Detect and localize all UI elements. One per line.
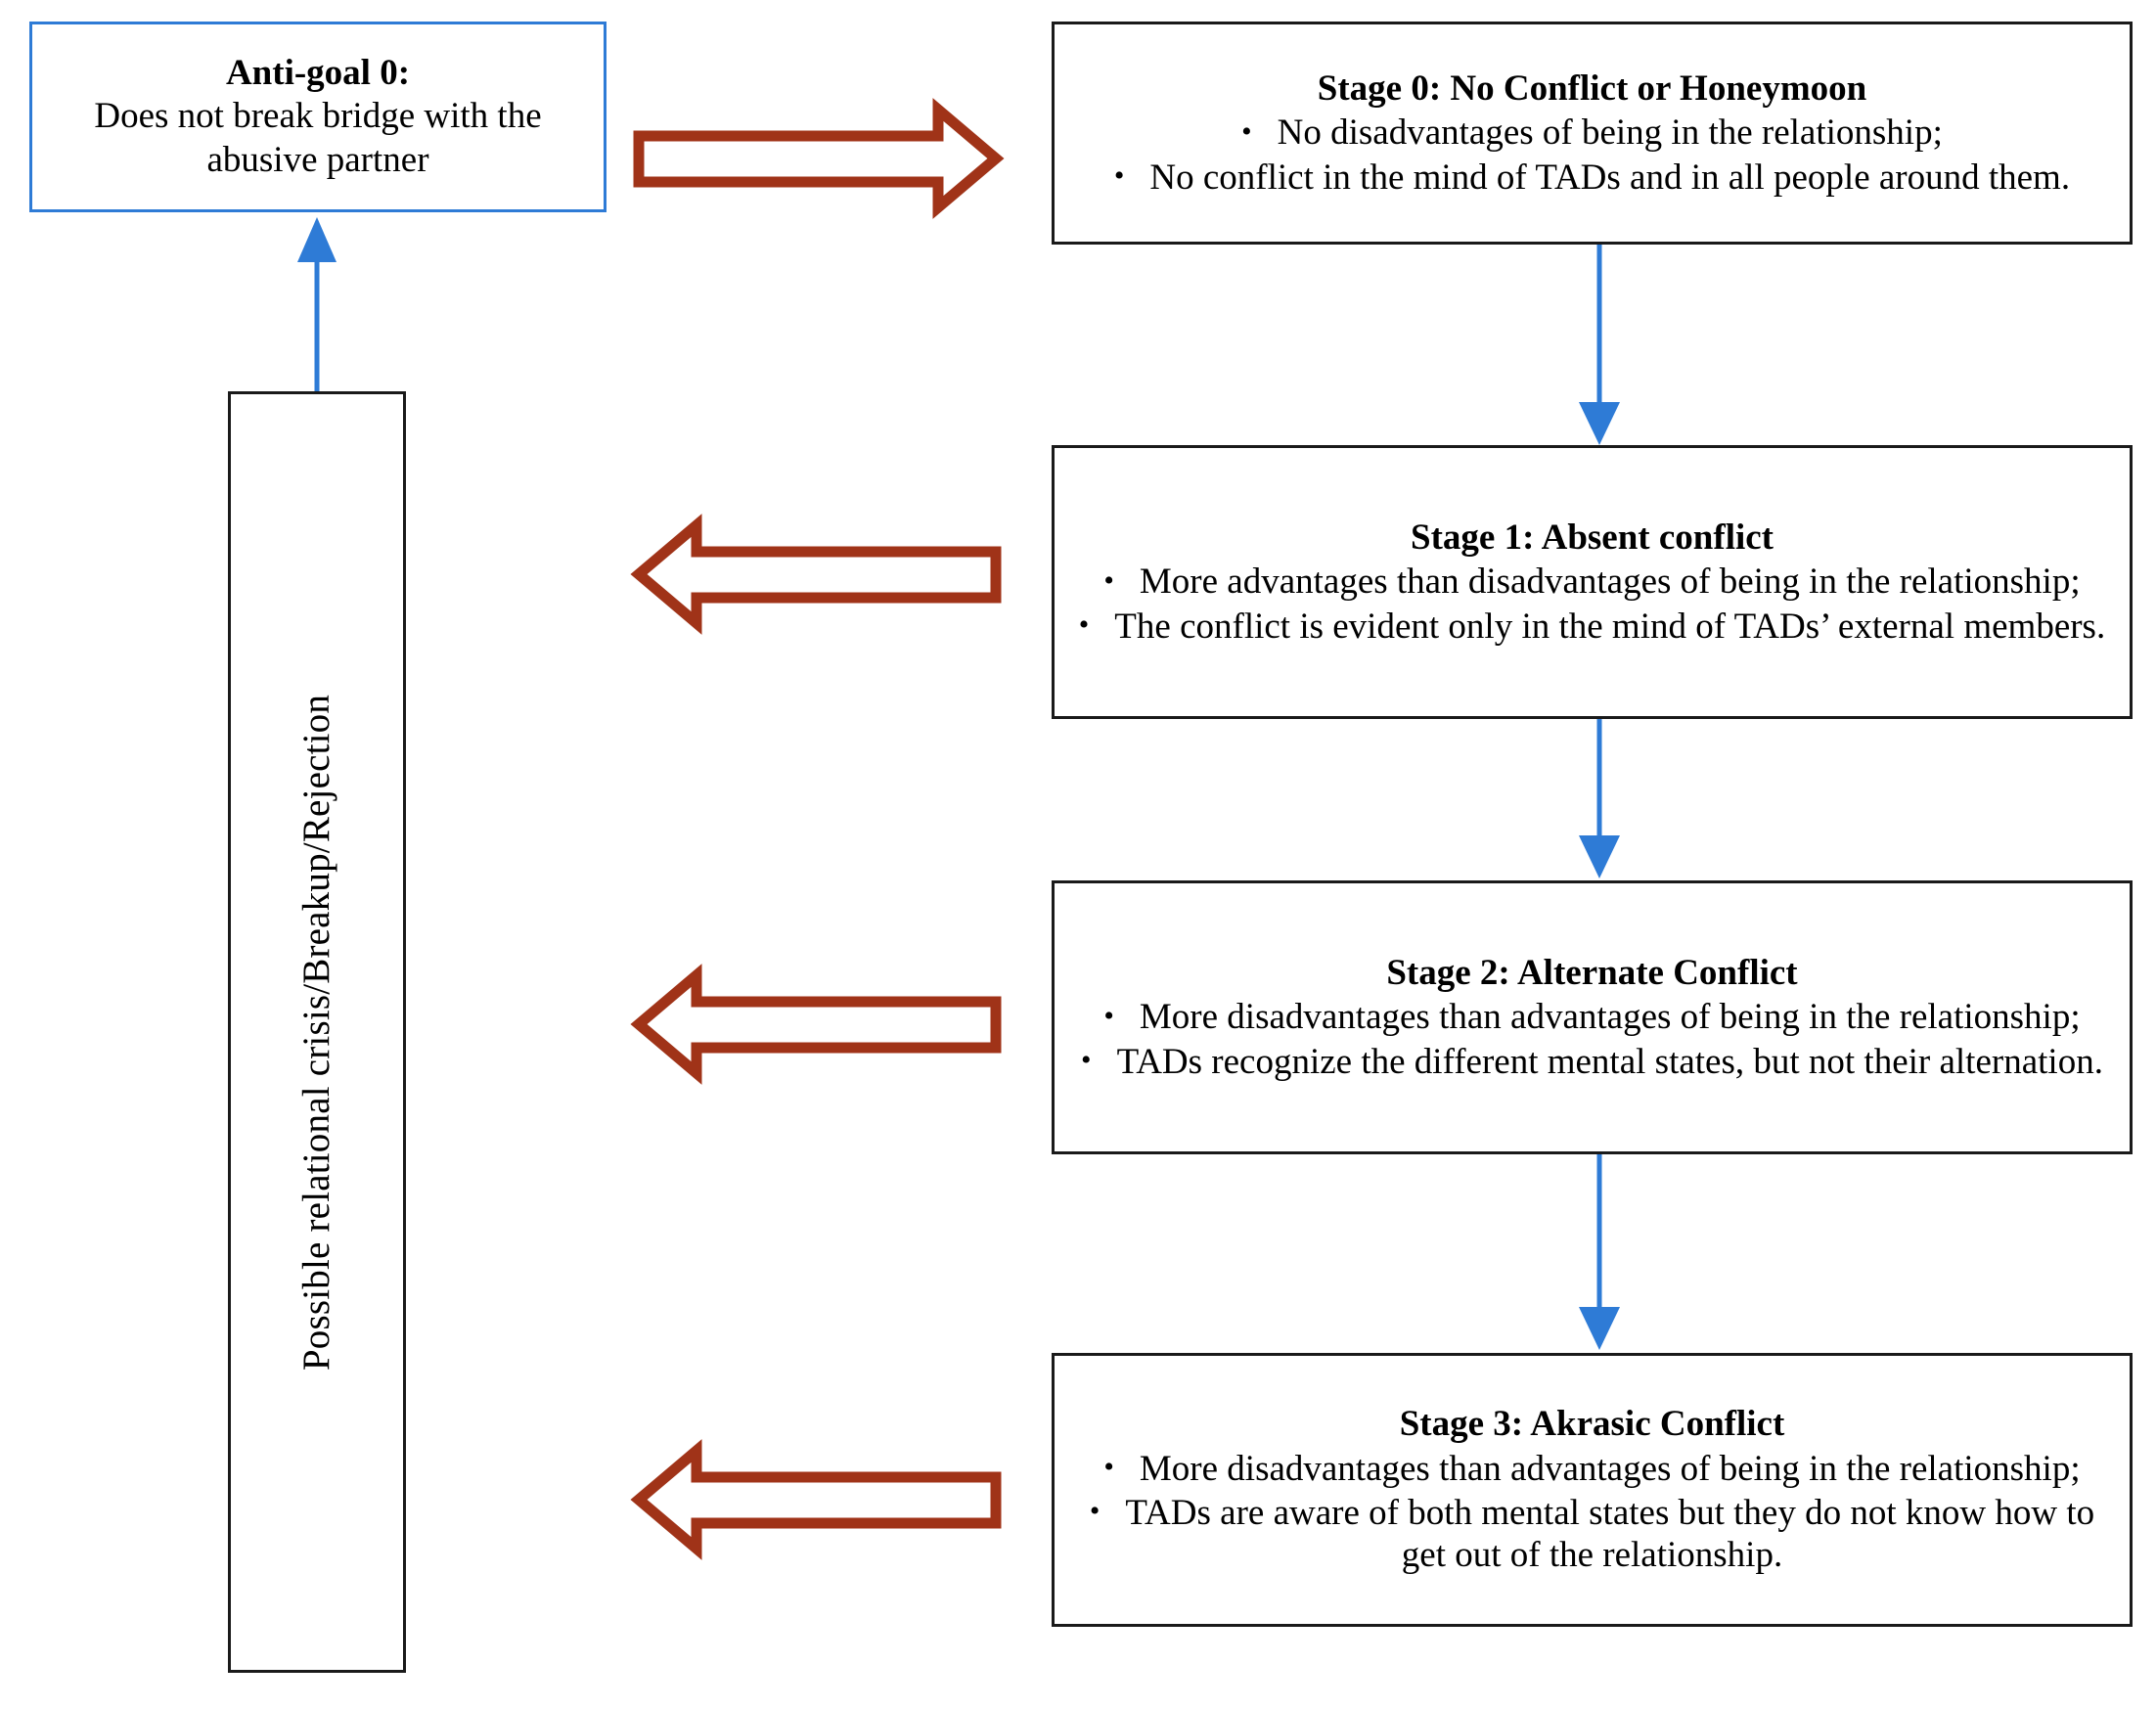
stage-0-box[interactable]: Stage 0: No Conflict or Honeymoon • No di… [1052,22,2133,245]
bullet-text: No conflict in the mind of TADs and in a… [1149,157,2071,198]
stage-3-title: Stage 3: Akrasic Conflict [1399,1404,1785,1445]
list-item: • The conflict is evident only in the min… [1068,606,2116,648]
red-block-arrow-left-icon-2 [630,1439,1002,1560]
bullet-icon: • [1081,1044,1092,1077]
red-block-arrow-left-icon-0 [630,514,1002,635]
red-block-arrow-right-icon [633,98,1005,219]
list-item: • No disadvantages of being in the relati… [1068,112,2116,154]
bullet-icon: • [1103,999,1114,1032]
blue-arrow-up-icon [297,217,337,391]
bullet-icon: • [1241,114,1252,148]
crisis-label-wrap: Possible relational crisis/Breakup/Rejec… [231,394,403,1670]
bullet-icon: • [1113,159,1125,193]
stage-2-box[interactable]: Stage 2: Alternate Conflict • More disadv… [1052,880,2133,1154]
bullet-text: More disadvantages than advantages of be… [1139,1448,2081,1489]
bullet-text: TADs recognize the different mental stat… [1116,1041,2103,1082]
list-item: • More advantages than disadvantages of b… [1068,561,2116,603]
stage-0-title: Stage 0: No Conflict or Honeymoon [1317,68,1867,110]
bullet-icon: • [1103,563,1114,597]
bullet-text: TADs are aware of both mental states but… [1125,1493,2095,1576]
list-item: • TADs recognize the different mental sta… [1068,1041,2116,1083]
antigoal-box[interactable]: Anti-goal 0: Does not break bridge with … [29,22,606,212]
bullet-icon: • [1089,1495,1100,1528]
bullet-text: The conflict is evident only in the mind… [1114,606,2106,647]
list-item: • More disadvantages than advantages of b… [1068,996,2116,1038]
crisis-label: Possible relational crisis/Breakup/Rejec… [295,694,338,1371]
bullet-icon: • [1078,608,1090,642]
stage-1-title: Stage 1: Absent conflict [1411,517,1774,559]
blue-arrow-down-icon-1 [1579,719,1620,878]
antigoal-body: Does not break bridge with the abusive p… [94,96,542,180]
blue-arrow-down-icon-2 [1579,1154,1620,1350]
list-item: • No conflict in the mind of TADs and in … [1068,157,2116,199]
stage-0-bullets: • No disadvantages of being in the relati… [1068,110,2116,199]
bullet-icon: • [1103,1451,1114,1484]
antigoal-title: Anti-goal 0: [225,52,411,93]
stage-1-bullets: • More advantages than disadvantages of b… [1068,559,2116,648]
stage-2-title: Stage 2: Alternate Conflict [1386,953,1798,994]
crisis-vertical-box[interactable]: Possible relational crisis/Breakup/Rejec… [228,391,406,1673]
stage-3-bullets: • More disadvantages than advantages of b… [1068,1446,2116,1577]
bullet-text: More disadvantages than advantages of be… [1139,997,2081,1038]
red-block-arrow-left-icon-1 [630,964,1002,1085]
stage-2-bullets: • More disadvantages than advantages of b… [1068,994,2116,1083]
stage-1-box[interactable]: Stage 1: Absent conflict • More advantage… [1052,445,2133,719]
blue-arrow-down-icon-0 [1579,245,1620,445]
list-item: • More disadvantages than advantages of b… [1068,1448,2116,1490]
bullet-text: More advantages than disadvantages of be… [1139,562,2081,603]
stage-3-box[interactable]: Stage 3: Akrasic Conflict • More disadvan… [1052,1353,2133,1627]
bullet-text: No disadvantages of being in the relatio… [1277,112,1943,154]
list-item: • TADs are aware of both mental states bu… [1068,1492,2116,1577]
